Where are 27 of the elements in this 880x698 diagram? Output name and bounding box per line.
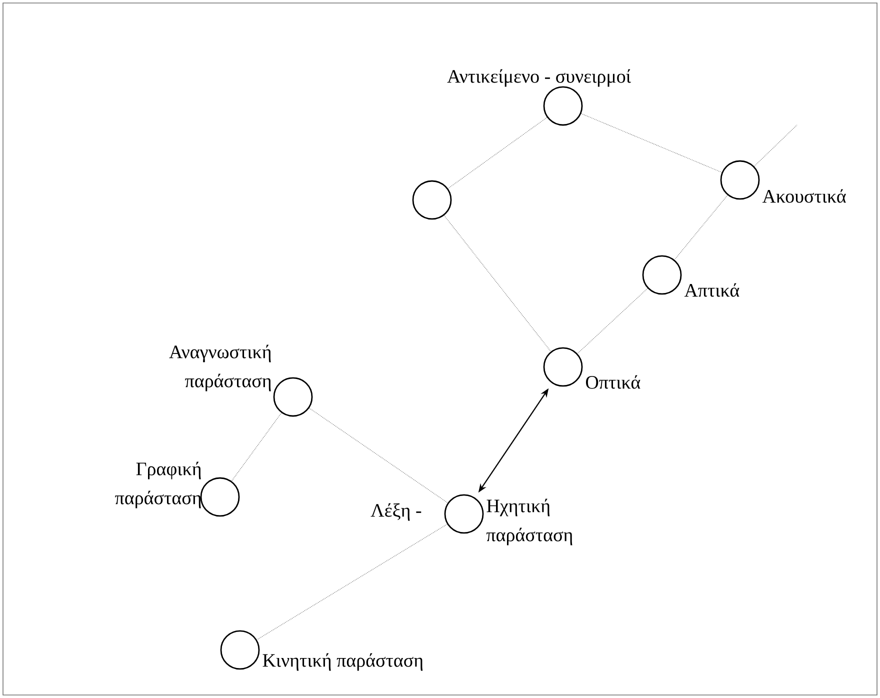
node-label: Κινητική παράσταση — [262, 653, 423, 671]
node-label: Οπτικά — [586, 375, 640, 389]
node-label: Λέξη - — [370, 503, 422, 521]
circle — [412, 180, 452, 220]
circle — [720, 160, 760, 200]
connector-line — [231, 412, 282, 482]
node-label: Ηχητική παράσταση — [486, 498, 572, 546]
connector-line — [580, 113, 722, 173]
node-label: Αναγνωστική παράσταση — [169, 344, 271, 392]
connector-line — [754, 124, 798, 167]
circle — [200, 477, 240, 517]
circle — [444, 494, 484, 534]
connector-line — [577, 288, 648, 354]
connector-line — [448, 117, 548, 189]
circle — [220, 630, 260, 670]
node-label: Αντικείμενο - συνειρμοί — [447, 69, 631, 87]
connector-line — [308, 408, 448, 504]
connector-line — [444, 215, 552, 352]
node-label: Γραφική παράσταση — [115, 462, 201, 508]
circle — [273, 377, 313, 417]
node-label: Απτικά — [684, 283, 740, 297]
circle — [642, 255, 682, 295]
connector-line — [674, 194, 728, 260]
node-label: Ακουστικά — [762, 189, 846, 203]
circle — [543, 347, 583, 387]
connector-line — [256, 524, 448, 640]
circle — [543, 86, 583, 126]
